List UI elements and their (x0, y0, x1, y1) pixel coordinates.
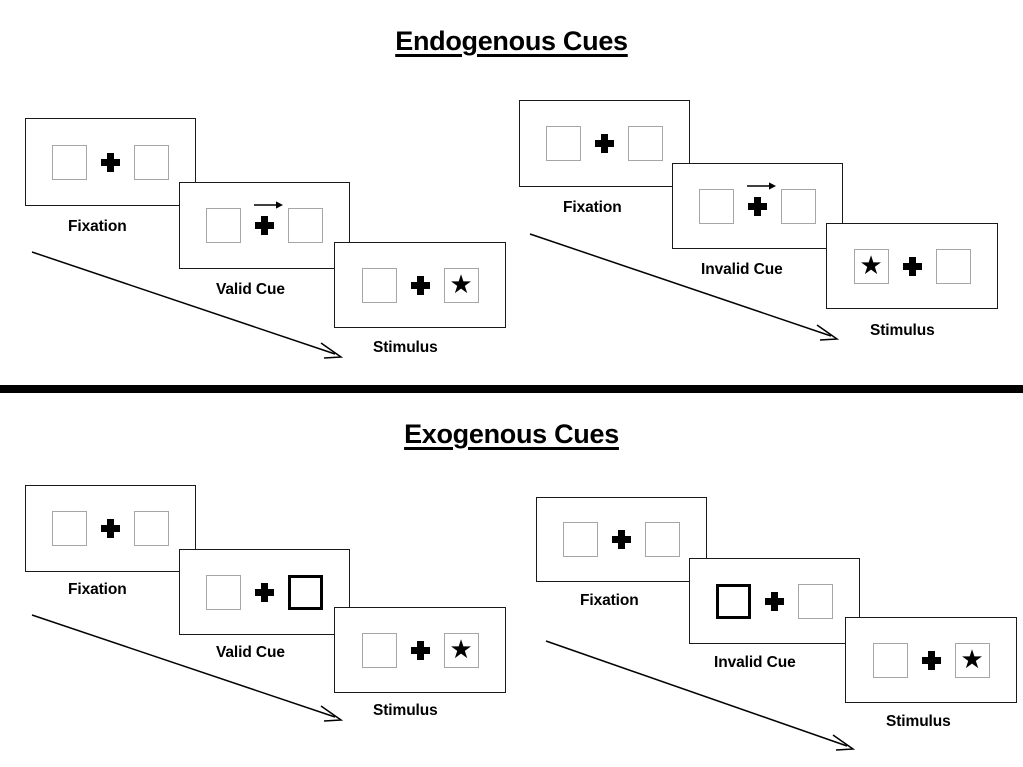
fixation-cross-icon (255, 216, 274, 235)
panel-content (537, 498, 706, 581)
panel-content (673, 164, 842, 248)
slot-right (628, 126, 663, 161)
panel-content: ★ (827, 224, 997, 308)
slot-left: ★ (853, 248, 889, 284)
panel-content (690, 559, 859, 643)
panel-content (26, 486, 195, 571)
panel-content (180, 550, 349, 634)
slot-left (563, 522, 598, 557)
panel-endogenous-invalid-cue (672, 163, 843, 249)
panel-endogenous-valid-stimulus: ★ (334, 242, 506, 328)
slot-left (206, 208, 241, 243)
label-exogenous-invalid-cue: Invalid Cue (714, 654, 796, 671)
label-endogenous-valid-fixation: Fixation (68, 218, 127, 235)
panel-content: ★ (846, 618, 1016, 702)
slot-right (798, 583, 833, 619)
slot-right (935, 248, 971, 284)
panel-content: ★ (335, 243, 505, 327)
fixation-cross-icon (765, 591, 784, 611)
panel-content (520, 101, 689, 186)
fixation-cross-icon (410, 275, 430, 295)
panel-exogenous-valid-stimulus: ★ (334, 607, 506, 693)
label-endogenous-invalid-stimulus: Stimulus (870, 322, 935, 339)
label-exogenous-valid-cue: Valid Cue (216, 644, 285, 661)
label-endogenous-valid-stimulus: Stimulus (373, 339, 438, 356)
cue-right-arrow-icon (746, 182, 776, 190)
panel-exogenous-invalid-stimulus: ★ (845, 617, 1017, 703)
panel-exogenous-invalid-cue (689, 558, 860, 644)
slot-left (872, 642, 908, 678)
fixation-cross-icon (921, 650, 941, 670)
star-icon: ★ (449, 634, 473, 664)
slot-left (699, 188, 734, 224)
fixation-cross-icon (410, 640, 430, 660)
label-exogenous-valid-stimulus: Stimulus (373, 702, 438, 719)
fixation-cross-icon (255, 582, 274, 602)
slot-right (288, 208, 323, 243)
slot-right (134, 144, 169, 180)
panel-endogenous-valid-cue (179, 182, 350, 269)
slot-left (361, 267, 397, 303)
panel-exogenous-valid-cue (179, 549, 350, 635)
slot-left (206, 574, 241, 610)
fixation-cross-icon (748, 196, 767, 216)
panel-content (26, 119, 195, 205)
section-divider (0, 385, 1023, 393)
slot-right: ★ (443, 267, 479, 303)
fixation-cross-icon (101, 519, 120, 538)
slot-right: ★ (954, 642, 990, 678)
star-icon: ★ (449, 269, 473, 299)
time-arrow-exogenous-invalid (545, 640, 856, 751)
fixation-cross-icon (902, 256, 922, 276)
slot-left (52, 144, 87, 180)
slot-right-cued (288, 574, 323, 610)
label-exogenous-valid-fixation: Fixation (68, 581, 127, 598)
slot-left (361, 632, 397, 668)
star-icon: ★ (960, 644, 984, 674)
slot-left-cued (716, 583, 751, 619)
label-endogenous-invalid-fixation: Fixation (563, 199, 622, 216)
slot-right (645, 522, 680, 557)
section-title-endogenous: Endogenous Cues (395, 26, 628, 56)
fixation-cross-icon (101, 152, 120, 172)
fixation-cross-icon (612, 530, 631, 549)
panel-endogenous-valid-fixation (25, 118, 196, 206)
star-icon: ★ (859, 250, 883, 280)
panel-exogenous-valid-fixation (25, 485, 196, 572)
slot-right: ★ (443, 632, 479, 668)
panel-content: ★ (335, 608, 505, 692)
label-endogenous-valid-cue: Valid Cue (216, 281, 285, 298)
label-exogenous-invalid-stimulus: Stimulus (886, 713, 951, 730)
panel-content (180, 183, 349, 268)
panel-endogenous-invalid-fixation (519, 100, 690, 187)
fixation-cross-icon (595, 134, 614, 153)
slot-left (52, 511, 87, 546)
slot-right (134, 511, 169, 546)
label-exogenous-invalid-fixation: Fixation (580, 592, 639, 609)
slot-left (546, 126, 581, 161)
cue-right-arrow-icon (253, 201, 283, 209)
panel-endogenous-invalid-stimulus: ★ (826, 223, 998, 309)
panel-exogenous-invalid-fixation (536, 497, 707, 582)
section-title-exogenous: Exogenous Cues (404, 419, 619, 449)
slot-right (781, 188, 816, 224)
label-endogenous-invalid-cue: Invalid Cue (701, 261, 783, 278)
